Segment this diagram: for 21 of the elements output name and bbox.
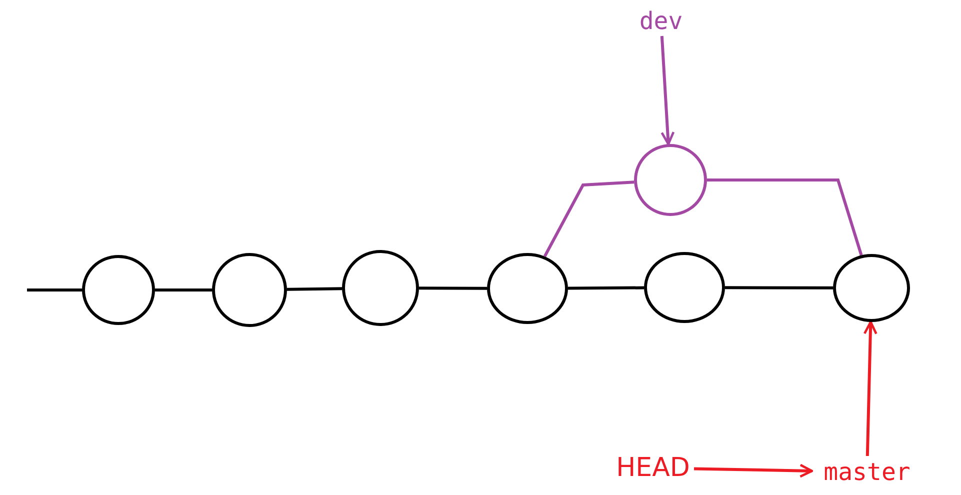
branch-label: dev <box>632 6 690 36</box>
pointer-label: HEAD <box>612 452 694 484</box>
commit-circle <box>634 144 707 216</box>
branch-line <box>725 286 833 290</box>
commit-circle <box>487 253 568 324</box>
arrow <box>660 36 675 146</box>
branch-line <box>543 180 634 258</box>
commit-circle <box>82 255 155 325</box>
branch-line <box>419 286 487 290</box>
commit-circle <box>833 254 910 322</box>
arrow <box>863 320 878 456</box>
branch-line <box>155 288 212 292</box>
branch-line <box>568 286 644 290</box>
branch-line <box>286 287 342 291</box>
branch-label: master <box>812 456 922 488</box>
branch-line <box>707 178 863 256</box>
commit-circle <box>644 252 725 323</box>
commit-circle <box>212 253 287 327</box>
commit-circle <box>342 250 419 326</box>
branch-line <box>27 288 82 292</box>
arrow <box>694 464 814 478</box>
